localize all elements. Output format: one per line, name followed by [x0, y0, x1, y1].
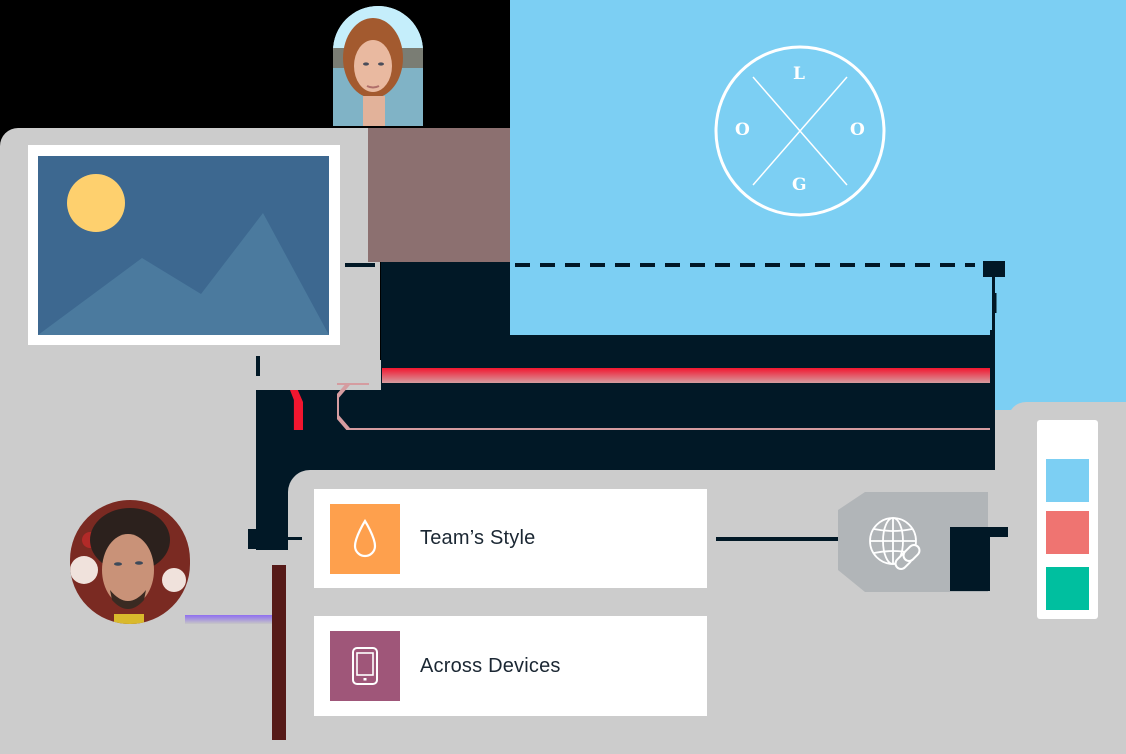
connector-line-left — [285, 537, 302, 540]
connector-vertical-right — [990, 330, 995, 535]
connector-block-right — [950, 527, 990, 591]
swatch-red[interactable] — [1046, 511, 1089, 554]
connector-vertical-maroon — [272, 565, 286, 740]
dashed-connector — [345, 255, 1005, 361]
logo-letter-right: O — [850, 120, 865, 140]
connector-tick-left — [256, 356, 260, 376]
avatar-woman — [333, 6, 423, 126]
accent-stripe-red — [382, 368, 992, 383]
color-palette — [1037, 420, 1098, 619]
woman-color-strip — [368, 128, 510, 262]
image-landscape-icon — [38, 156, 329, 335]
feature-label: Across Devices — [420, 654, 561, 677]
feature-card-teams-style[interactable]: Team’s Style — [314, 489, 707, 588]
connector-node-left — [248, 529, 266, 549]
logo-panel-extension — [995, 335, 1126, 410]
logo-letter-left: O — [735, 120, 750, 140]
accent-stripe-pink-outline — [335, 381, 992, 432]
avatar-man-purple-line — [185, 615, 272, 624]
globe-link-icon — [868, 516, 922, 570]
avatar-man — [70, 500, 190, 624]
droplet-icon — [330, 503, 400, 574]
tablet-icon — [330, 631, 400, 701]
swatch-blue[interactable] — [1046, 459, 1089, 502]
feature-label: Team’s Style — [420, 527, 536, 549]
logo-letter-bottom: G — [792, 175, 807, 195]
logo-letter-top: L — [793, 64, 805, 84]
logo-mark: L O O G — [713, 44, 887, 218]
logo-panel-overlay — [510, 262, 992, 335]
connector-node-right — [982, 527, 1009, 537]
connector-line-globe — [716, 537, 846, 541]
feature-card-across-devices[interactable]: Across Devices — [314, 616, 707, 716]
swatch-green[interactable] — [1046, 567, 1089, 610]
